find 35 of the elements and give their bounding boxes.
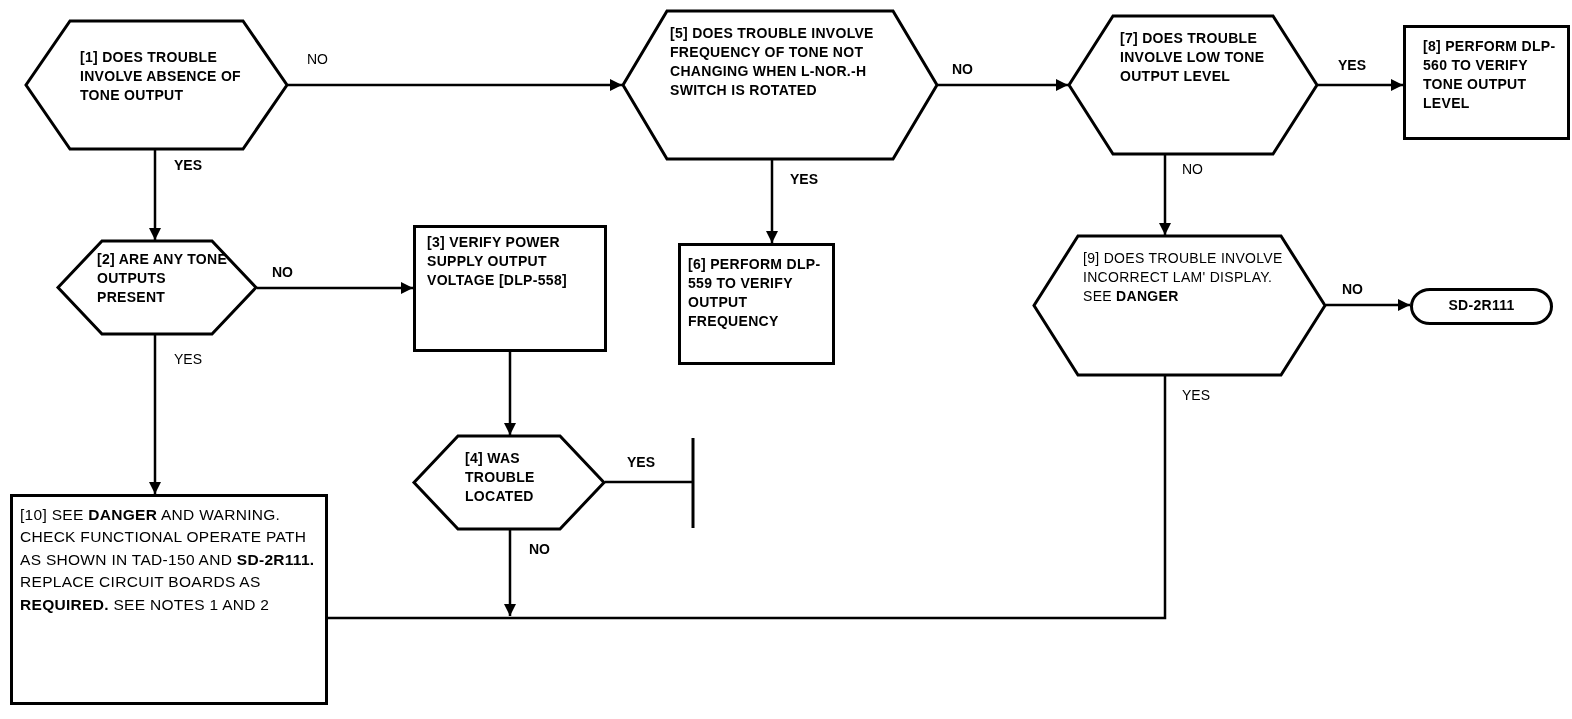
step-text: [3] VERIFY POWER SUPPLY OUTPUT VOLTAGE [DLP-558]	[427, 233, 568, 290]
arrow	[504, 352, 516, 435]
step-text: [7] DOES TROUBLE INVOLVE LOW TONE OUTPUT LEVEL	[1120, 29, 1266, 86]
step-text: [1] DOES TROUBLE INVOLVE ABSENCE OF TONE OUTPUT	[80, 48, 242, 105]
process-box	[10, 494, 328, 705]
decision-hexagon	[25, 20, 288, 150]
arrow	[149, 150, 161, 240]
arrow	[1159, 155, 1171, 235]
connector-line	[328, 376, 1167, 620]
step-text: [4] WAS TROUBLE LOCATED	[465, 449, 536, 506]
arrow	[766, 160, 778, 243]
arrow	[504, 530, 516, 616]
step-text: [8] PERFORM DLP-560 TO VERIFY TONE OUTPUT LEVEL	[1423, 37, 1557, 113]
decision-hexagon	[413, 435, 605, 530]
arrow	[1318, 79, 1403, 91]
step-text: [6] PERFORM DLP-559 TO VERIFY OUTPUT FREQUENCY	[688, 255, 822, 331]
connector-line	[605, 480, 693, 484]
decision-hexagon	[57, 240, 257, 335]
terminal-label: SD-2R111	[1447, 296, 1516, 315]
process-box	[413, 225, 607, 352]
step-text: [9] DOES TROUBLE INVOLVE INCORRECT LAM' DISPLAY. SEE DANGER	[1083, 249, 1284, 306]
step-text: [10] SEE DANGER AND WARNING. CHECK FUNCTIONAL OPERATE PATH AS SHOWN IN TAD-150 AND SD-2R111. REPLACE CIRCUIT BOARDS AS REQUIRED. SEE NOTES 1 AND 2	[20, 505, 316, 615]
arrow	[149, 335, 161, 494]
process-box	[1403, 25, 1570, 140]
decision-hexagon	[622, 10, 938, 160]
arrow	[938, 79, 1068, 91]
decision-hexagon	[1033, 235, 1326, 376]
decision-hexagon	[1068, 15, 1318, 155]
arrow	[288, 79, 622, 91]
step-text: [2] ARE ANY TONE OUTPUTS PRESENT	[97, 250, 229, 307]
arrow	[1326, 299, 1410, 311]
arrow	[257, 282, 413, 294]
bar-shape	[689, 438, 697, 528]
process-box	[678, 243, 835, 365]
step-text: [5] DOES TROUBLE INVOLVE FREQUENCY OF TONE NOT CHANGING WHEN L-NOR.-H SWITCH IS ROTATED	[670, 24, 875, 100]
